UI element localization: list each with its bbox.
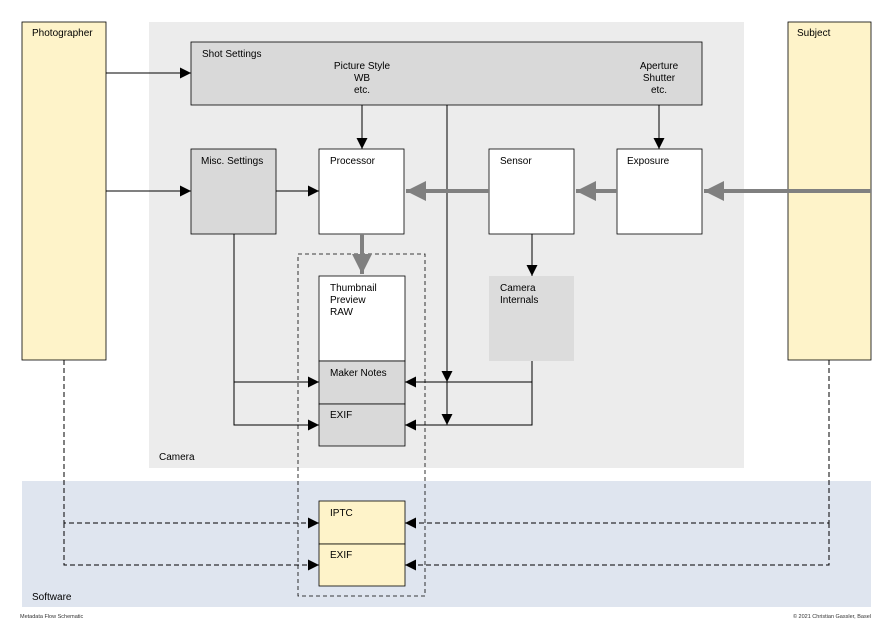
software-region-label: Software	[32, 592, 72, 603]
line-internals-to-exif	[447, 382, 533, 426]
camera-internals-label: Internals	[500, 295, 538, 306]
dashed-arrow-photographer-to-exif	[63, 523, 319, 571]
software-region	[22, 481, 871, 607]
misc-settings-box	[190, 148, 277, 235]
image-data-label: RAW	[330, 307, 354, 318]
shot-settings-title: Shot Settings	[202, 49, 261, 60]
maker-notes-label: Maker Notes	[330, 368, 387, 379]
image-data-box	[318, 275, 406, 362]
processor-box	[318, 148, 405, 235]
shot-settings-right-item: Aperture	[640, 61, 679, 72]
photographer-label: Photographer	[32, 28, 93, 39]
misc-settings-label: Misc. Settings	[201, 156, 263, 167]
processor-label: Processor	[330, 156, 376, 167]
camera-internals-box	[489, 276, 574, 361]
subject-label: Subject	[797, 28, 831, 39]
shot-settings-left-item: WB	[354, 73, 370, 84]
sensor-label: Sensor	[500, 156, 532, 167]
camera-internals-label: Camera	[500, 283, 536, 294]
shot-settings-right-item: etc.	[651, 85, 667, 96]
shot-settings-box	[190, 41, 703, 106]
image-data-label: Thumbnail	[330, 283, 377, 294]
iptc-label: IPTC	[330, 508, 353, 519]
footer-copyright: © 2021 Christian Gassler, Basel	[793, 613, 871, 620]
exif-software-box	[318, 543, 406, 587]
shot-settings-right-item: Shutter	[643, 73, 676, 84]
sensor-box	[488, 148, 575, 235]
camera-region-label: Camera	[159, 452, 195, 463]
footer-caption: Metadata Flow Schematic	[20, 614, 84, 620]
iptc-box	[318, 500, 406, 545]
exif-software-label: EXIF	[330, 550, 352, 561]
exif-camera-label: EXIF	[330, 410, 352, 421]
photographer-box	[21, 21, 107, 361]
exposure-box	[616, 148, 703, 235]
dashed-arrow-subject-to-exif	[405, 523, 830, 571]
image-data-label: Preview	[330, 295, 366, 306]
shot-settings-left-item: etc.	[354, 85, 370, 96]
shot-settings-left-item: Picture Style	[334, 61, 391, 72]
arrow-misc-to-exif	[233, 382, 319, 431]
exposure-label: Exposure	[627, 156, 670, 167]
